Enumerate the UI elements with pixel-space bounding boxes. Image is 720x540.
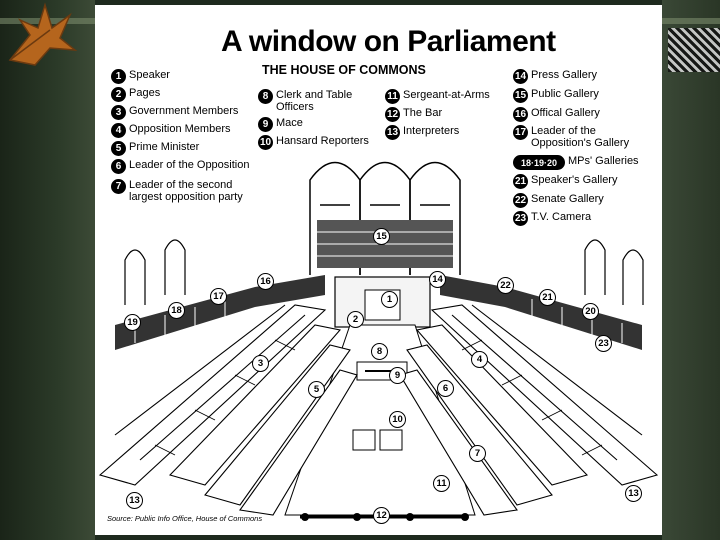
callout-marker: 17 xyxy=(210,288,227,305)
source-note: Source: Public Info Office, House of Com… xyxy=(107,514,262,523)
callout-marker: 11 xyxy=(433,475,450,492)
callout-marker: 5 xyxy=(308,381,325,398)
slide-background-right xyxy=(662,0,720,540)
decorative-pattern xyxy=(668,28,720,72)
callout-marker: 1 xyxy=(381,291,398,308)
callout-marker: 15 xyxy=(373,228,390,245)
callout-marker: 13 xyxy=(625,485,642,502)
commons-chamber-illustration xyxy=(95,5,662,535)
callout-marker: 22 xyxy=(497,277,514,294)
autumn-leaf-icon xyxy=(0,0,80,70)
callout-marker: 18 xyxy=(168,302,185,319)
callout-marker: 19 xyxy=(124,314,141,331)
callout-marker: 20 xyxy=(582,303,599,320)
diagram-panel: A window on Parliament THE HOUSE OF COMM… xyxy=(95,5,662,535)
callout-marker: 12 xyxy=(373,507,390,524)
callout-marker: 2 xyxy=(347,311,364,328)
slide-background-left xyxy=(0,0,95,540)
callout-marker: 8 xyxy=(371,343,388,360)
callout-marker: 21 xyxy=(539,289,556,306)
callout-marker: 9 xyxy=(389,367,406,384)
callout-marker: 13 xyxy=(126,492,143,509)
callout-marker: 14 xyxy=(429,271,446,288)
callout-marker: 3 xyxy=(252,355,269,372)
callout-marker: 4 xyxy=(471,351,488,368)
callout-marker: 23 xyxy=(595,335,612,352)
callout-marker: 6 xyxy=(437,380,454,397)
callout-marker: 16 xyxy=(257,273,274,290)
callout-marker: 7 xyxy=(469,445,486,462)
callout-marker: 10 xyxy=(389,411,406,428)
